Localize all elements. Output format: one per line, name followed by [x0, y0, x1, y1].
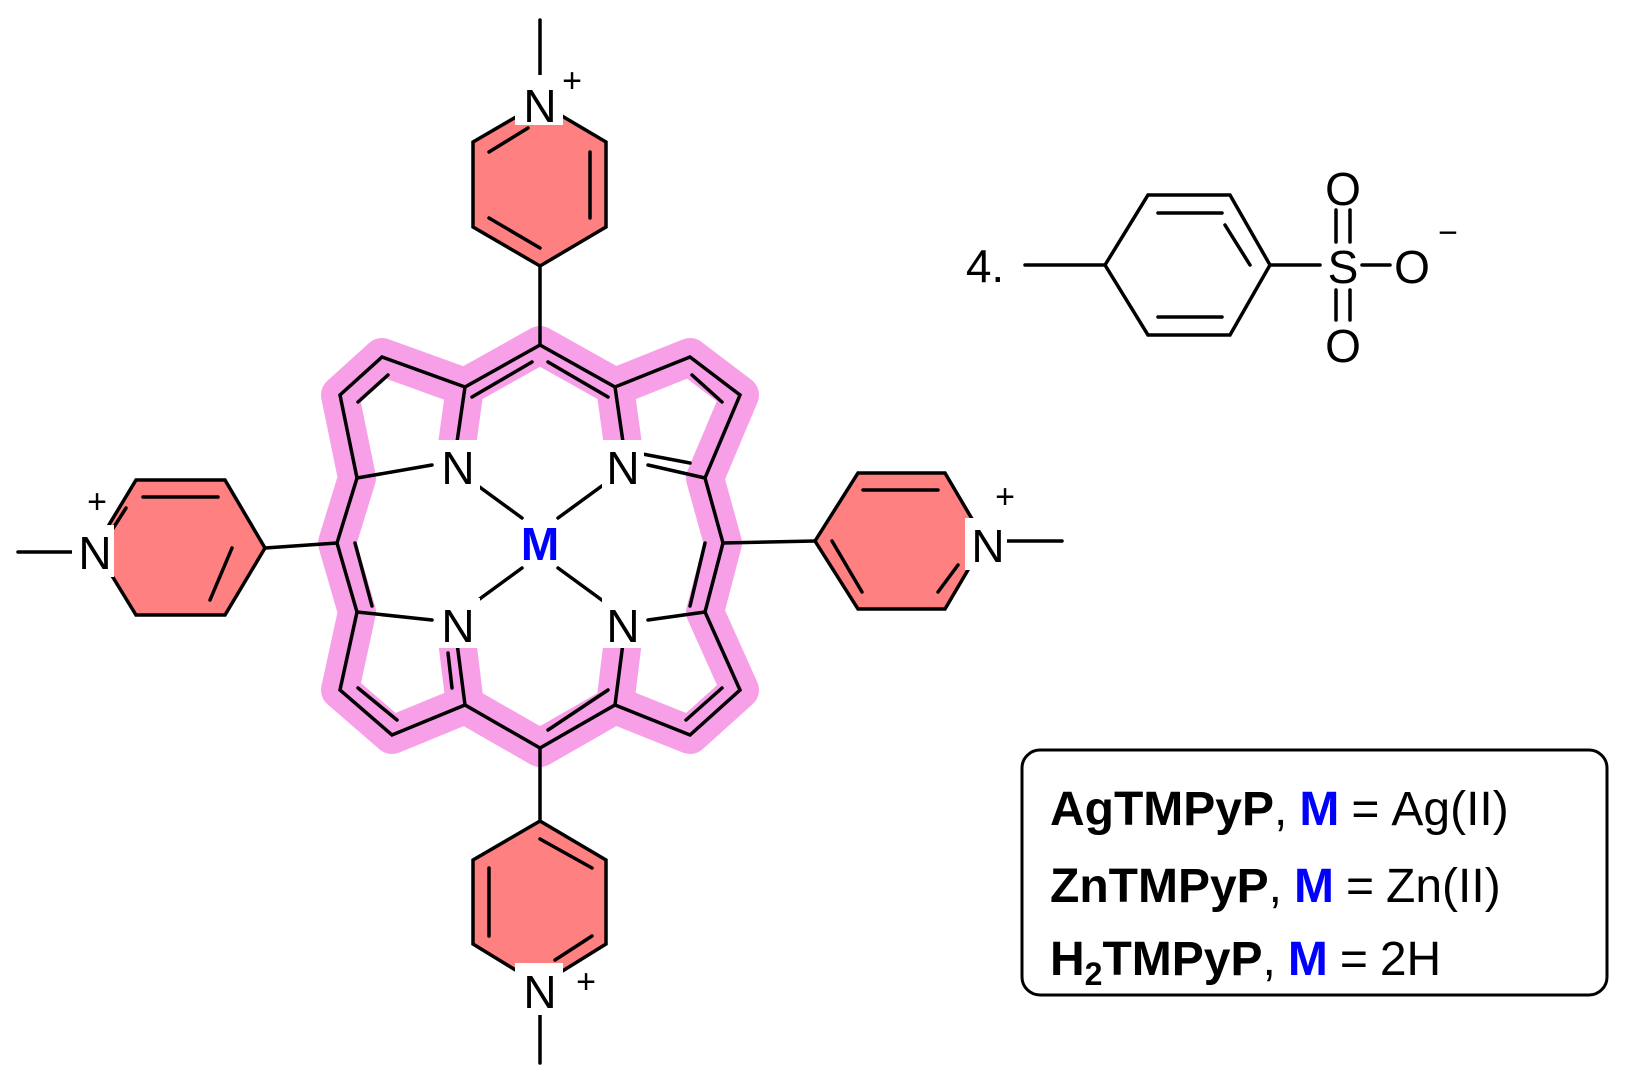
oxygen-anionic: O: [1394, 241, 1430, 293]
plus-charge-bottom: +: [576, 963, 596, 1001]
legend-row-ag: AgTMPyP,M=Ag(II): [1050, 783, 1509, 836]
legend-value-h2: 2H: [1380, 933, 1441, 986]
legend-value-ag: Ag(II): [1391, 783, 1508, 836]
nitrogen-pyrrole-top-right: N: [606, 442, 639, 494]
sulfur-atom: S: [1328, 241, 1359, 293]
pyridinium-right-fill: [815, 473, 985, 609]
legend-name-zn: ZnTMPyP: [1050, 860, 1269, 913]
pyridinium-left-fill: [95, 480, 265, 615]
legend-sep-ag: ,: [1274, 783, 1287, 836]
nitrogen-bottom-pyridinium: N: [523, 966, 556, 1018]
legend-row-zn: ZnTMPyP,M=Zn(II): [1050, 860, 1501, 913]
nitrogen-pyrrole-bottom-left: N: [441, 600, 474, 652]
oxygen-bottom: O: [1325, 320, 1361, 372]
legend-metal-ag: M: [1299, 783, 1339, 836]
legend-name-ag: AgTMPyP: [1050, 783, 1274, 836]
legend-sep-h2: ,: [1263, 933, 1276, 986]
plus-charge-top: +: [562, 62, 582, 100]
bonds: [16, 18, 1392, 1065]
nitrogen-pyrrole-top-left: N: [441, 442, 474, 494]
nitrogen-top-pyridinium: N: [523, 80, 556, 132]
minus-charge: −: [1438, 214, 1458, 252]
oxygen-top: O: [1325, 163, 1361, 215]
legend-box: AgTMPyP,M=Ag(II) ZnTMPyP,M=Zn(II) H2TMPy…: [1020, 748, 1609, 997]
legend-eq-h2: =: [1340, 933, 1368, 986]
legend-value-zn: Zn(II): [1386, 860, 1501, 913]
nitrogen-pyrrole-bottom-right: N: [606, 600, 639, 652]
legend-name-h2-subscript: 2: [1085, 956, 1103, 992]
legend-metal-zn: M: [1294, 860, 1334, 913]
legend-metal-h2: M: [1288, 933, 1328, 986]
legend-name-h2-prefix: H: [1050, 933, 1085, 986]
pyridinium-fills: [95, 103, 985, 985]
legend-name-h2-suffix: TMPyP: [1102, 933, 1262, 986]
plus-charge-right: +: [995, 478, 1015, 516]
metal-center-label: M: [521, 518, 559, 570]
legend-sep-zn: ,: [1269, 860, 1282, 913]
nitrogen-right-pyridinium: N: [971, 520, 1004, 572]
nitrogen-left-pyridinium: N: [78, 527, 111, 579]
legend-eq-ag: =: [1351, 783, 1379, 836]
legend-eq-zn: =: [1346, 860, 1374, 913]
pyridinium-bottom-fill: [473, 821, 606, 985]
atom-labels: N + N + N + N + N N N N M 4. S O O O −: [72, 62, 1458, 1018]
pyridinium-top-fill: [473, 103, 606, 266]
plus-charge-left: +: [87, 483, 107, 521]
counterion-stoichiometry: 4.: [966, 240, 1004, 292]
legend-row-h2: H2TMPyP,M=2H: [1050, 933, 1441, 992]
